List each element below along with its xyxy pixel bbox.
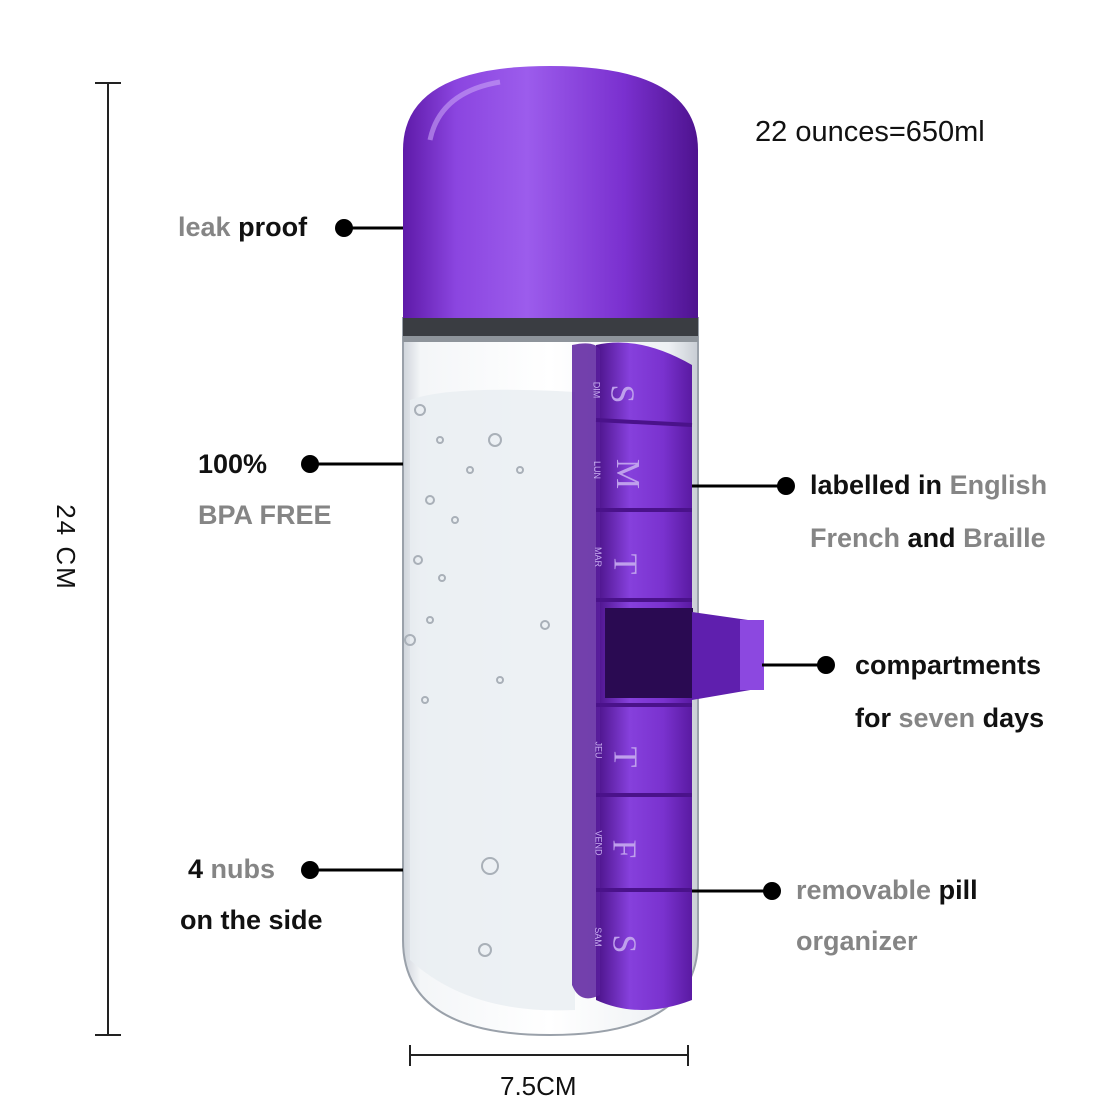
callout-organizer: organizer	[796, 926, 918, 956]
callout-text: seven	[898, 703, 976, 733]
callout-leak-proof: leak proof	[178, 214, 307, 241]
callout-text: for	[855, 703, 891, 733]
callout-text: labelled in	[810, 470, 943, 500]
callout-text: removable	[796, 875, 932, 905]
callout-seven-days: for seven days	[855, 705, 1044, 732]
capacity-label: 22 ounces=650ml	[755, 116, 985, 148]
width-dimension-label: 7.5CM	[500, 1071, 577, 1101]
callout-text: and	[907, 523, 956, 553]
callout-text: English	[949, 470, 1048, 500]
water-bubbles	[404, 404, 550, 957]
height-dimension-label: 24 CM	[50, 504, 81, 591]
callout-nubs-side: on the side	[180, 905, 323, 935]
callout-text: Braille	[963, 523, 1046, 553]
callout-labelled: labelled in English	[810, 472, 1047, 499]
callout-nubs: 4 nubs	[188, 856, 275, 883]
callout-text: leak	[178, 212, 231, 242]
callout-bpa-free: BPA FREE	[198, 500, 332, 530]
bottle-cap	[403, 66, 698, 318]
callout-text: proof	[238, 212, 308, 242]
callout-text: French	[810, 523, 901, 553]
callout-compartments: compartments	[855, 650, 1042, 680]
callout-text: 4	[188, 854, 204, 884]
callout-text: pill	[938, 875, 978, 905]
callout-bpa-percent: 100%	[198, 449, 268, 479]
callout-text: days	[982, 703, 1045, 733]
callout-removable: removable pill	[796, 877, 978, 904]
callout-languages: French and Braille	[810, 525, 1046, 552]
callout-text: nubs	[210, 854, 276, 884]
